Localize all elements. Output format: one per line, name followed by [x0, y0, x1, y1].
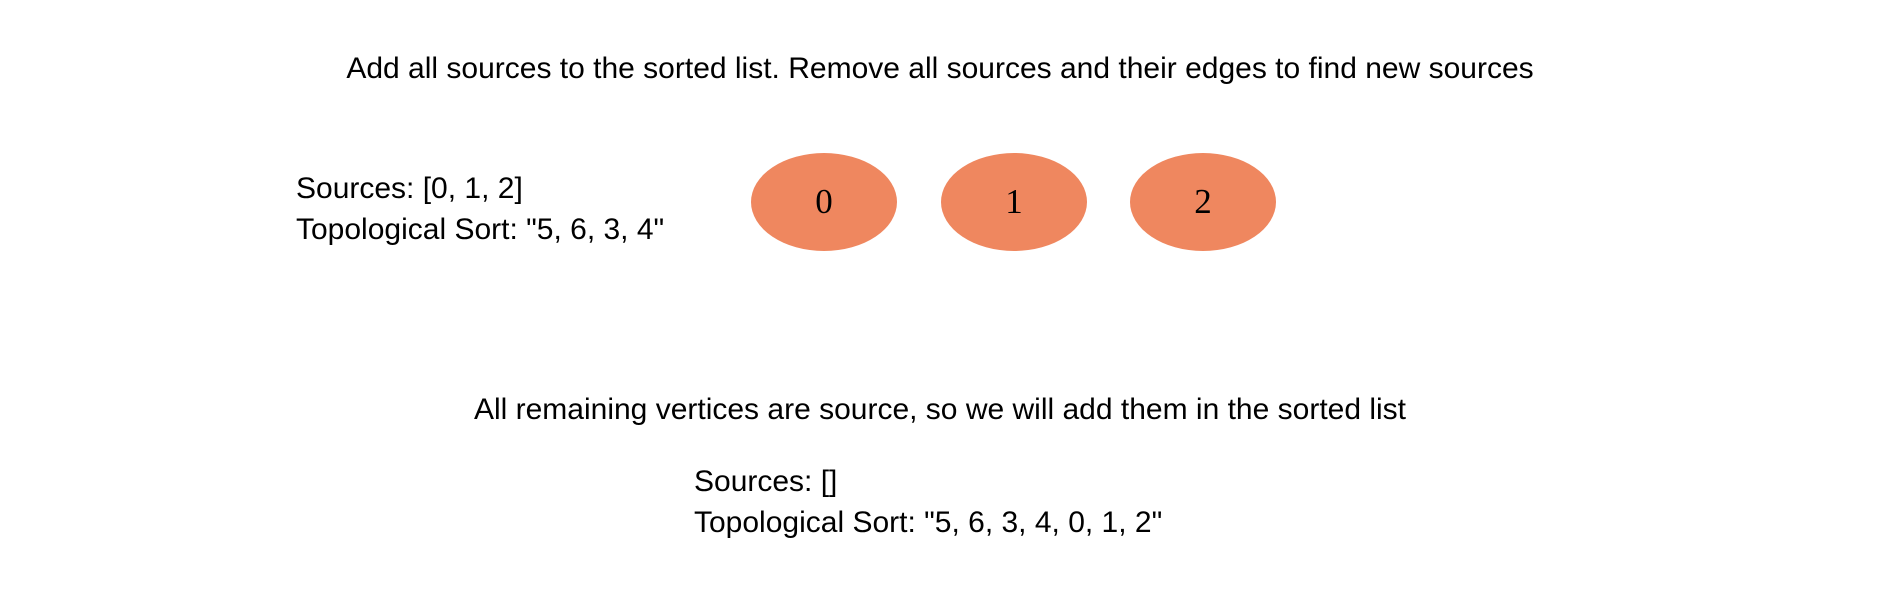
vertex-label: 1: [1005, 182, 1023, 221]
sources-line: Sources: [0, 1, 2]: [296, 172, 523, 205]
vertex-node-2: 2: [1130, 153, 1276, 251]
vertex-label: 0: [815, 182, 833, 221]
top-caption: Add all sources to the sorted list. Remo…: [346, 52, 1534, 85]
topological-sort-line: Topological Sort: "5, 6, 3, 4": [296, 213, 665, 246]
bottom-status-block: Sources: [] Topological Sort: "5, 6, 3, …: [694, 461, 1162, 543]
top-status-block: Sources: [0, 1, 2] Topological Sort: "5,…: [296, 168, 664, 250]
vertex-node-0: 0: [751, 153, 897, 251]
vertex-label: 2: [1194, 182, 1212, 221]
bottom-caption: All remaining vertices are source, so we…: [473, 393, 1407, 426]
vertex-node-1: 1: [941, 153, 1087, 251]
sources-line: Sources: []: [694, 465, 838, 498]
topological-sort-line: Topological Sort: "5, 6, 3, 4, 0, 1, 2": [694, 506, 1163, 539]
